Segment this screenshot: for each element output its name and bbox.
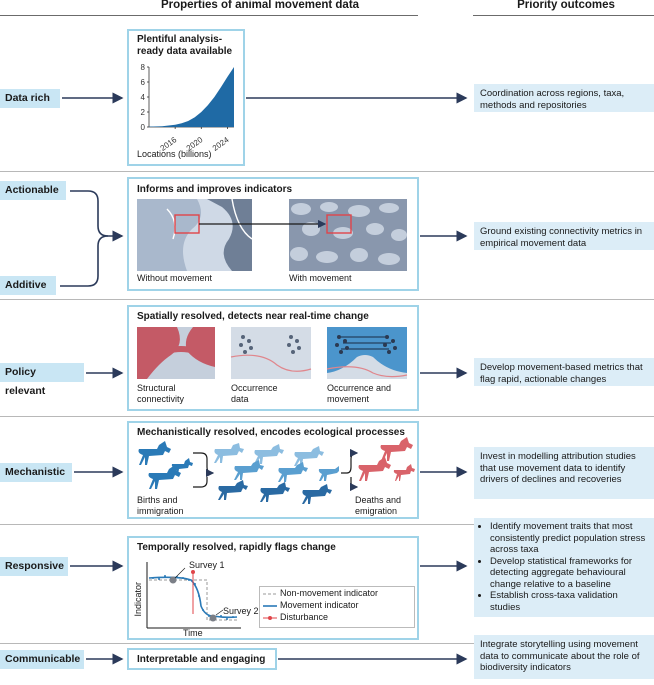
header-underline-left [0,15,418,16]
panel-mechanistic: Mechanistically resolved, encodes ecolog… [127,421,419,519]
panel-spatial-title: Spatially resolved, detects near real-ti… [137,311,369,322]
caption-occurrence-movement: Occurrence and movement [327,383,392,404]
chart-y-tick-label: 8 [141,63,146,72]
temporal-legend: Non-movement indicator Movement indicato… [259,586,415,628]
survey-2-label: Survey 2 [223,606,259,616]
divider-5 [0,643,654,644]
horse-herd-group [214,443,339,504]
panel-spatial: Spatially resolved, detects near real-ti… [127,305,419,411]
panel-data-title: Plentiful analysis-ready data available [137,34,233,57]
temporal-ylabel: Indicator [133,581,144,617]
header-properties: Properties of animal movement data [160,0,360,11]
chart-area-series [149,67,234,127]
outcome-movement-metrics: Develop movement-based metrics that flag… [474,358,654,386]
chart-y-tick-label: 6 [141,78,146,87]
panel-temporal-title: Temporally resolved, rapidly flags chang… [137,542,336,553]
chart-y-tick-label: 4 [141,93,146,102]
property-communicable: Communicable [0,650,84,669]
mech-flow-arrows [193,448,359,492]
caption-with-movement: With movement [289,273,352,283]
divider-3 [0,416,654,417]
outcome-coordination: Coordination across regions, taxa, metho… [474,84,654,112]
caption-structural-connectivity: Structural connectivity [137,383,185,404]
divider-1 [0,171,654,172]
panel-communicable: Interpretable and engaging [127,648,277,670]
panel-indicators-title: Informs and improves indicators [137,184,293,195]
caption-deaths-emigration: Deaths and emigration [355,495,402,516]
horse-deaths-group [358,437,415,481]
outcome-item-traits: Identify movement traits that most consi… [490,521,648,556]
survey-1-label: Survey 1 [189,560,225,570]
panel-communicable-title: Interpretable and engaging [137,654,266,665]
caption-without-movement: Without movement [137,273,213,283]
outcome-ground-connectivity: Ground existing connectivity metrics in … [474,222,654,250]
outcome-responsive-list: Identify movement traits that most consi… [474,518,654,617]
map-without-movement [137,198,253,271]
horse-births-group [138,441,193,489]
outcome-attribution-studies: Invest in modelling attribution studies … [474,447,654,499]
panel-temporal: Temporally resolved, rapidly flags chang… [127,536,419,640]
property-data-rich: Data rich [0,89,60,108]
map-zoom-arrow [199,219,327,229]
legend-disturbance: Disturbance [280,612,329,622]
panel-mech-title: Mechanistically resolved, encodes ecolog… [137,427,405,438]
panel-indicators: Informs and improves indicators Without … [127,177,419,291]
property-mechanistic: Mechanistic [0,463,72,482]
divider-4 [0,524,654,525]
caption-births-immigration: Births and immigration [137,495,184,516]
outcome-storytelling: Integrate storytelling using movement da… [474,635,654,679]
temporal-chart [146,562,241,629]
divider-2 [0,299,654,300]
temporal-xlabel: Time [183,628,203,638]
panel-data-rich: Plentiful analysis-ready data available … [127,29,245,166]
property-responsive: Responsive [0,557,68,576]
occurrence-data-map [230,327,312,379]
legend-swatches [263,593,277,620]
outcome-item-frameworks: Develop statistical frameworks for detec… [490,556,648,591]
outcome-item-validation: Establish cross-taxa validation studies [490,590,648,613]
header-underline-right [473,15,654,16]
caption-occurrence-data: Occurrence data [231,383,278,404]
structural-connectivity-map [137,327,215,379]
chart-y-tick-label: 2 [141,108,146,117]
map-with-movement [289,199,407,271]
chart-ylabel: Locations (billions) [137,149,212,159]
header-outcomes: Priority outcomes [517,0,615,11]
property-policy-relevant: Policy relevant [0,363,84,397]
property-additive: Additive [0,276,56,295]
legend-movement: Movement indicator [280,600,359,610]
chart-y-tick-label: 0 [141,123,146,132]
property-actionable: Actionable [0,181,66,200]
occurrence-movement-map [326,327,408,379]
legend-non-movement: Non-movement indicator [280,588,379,598]
